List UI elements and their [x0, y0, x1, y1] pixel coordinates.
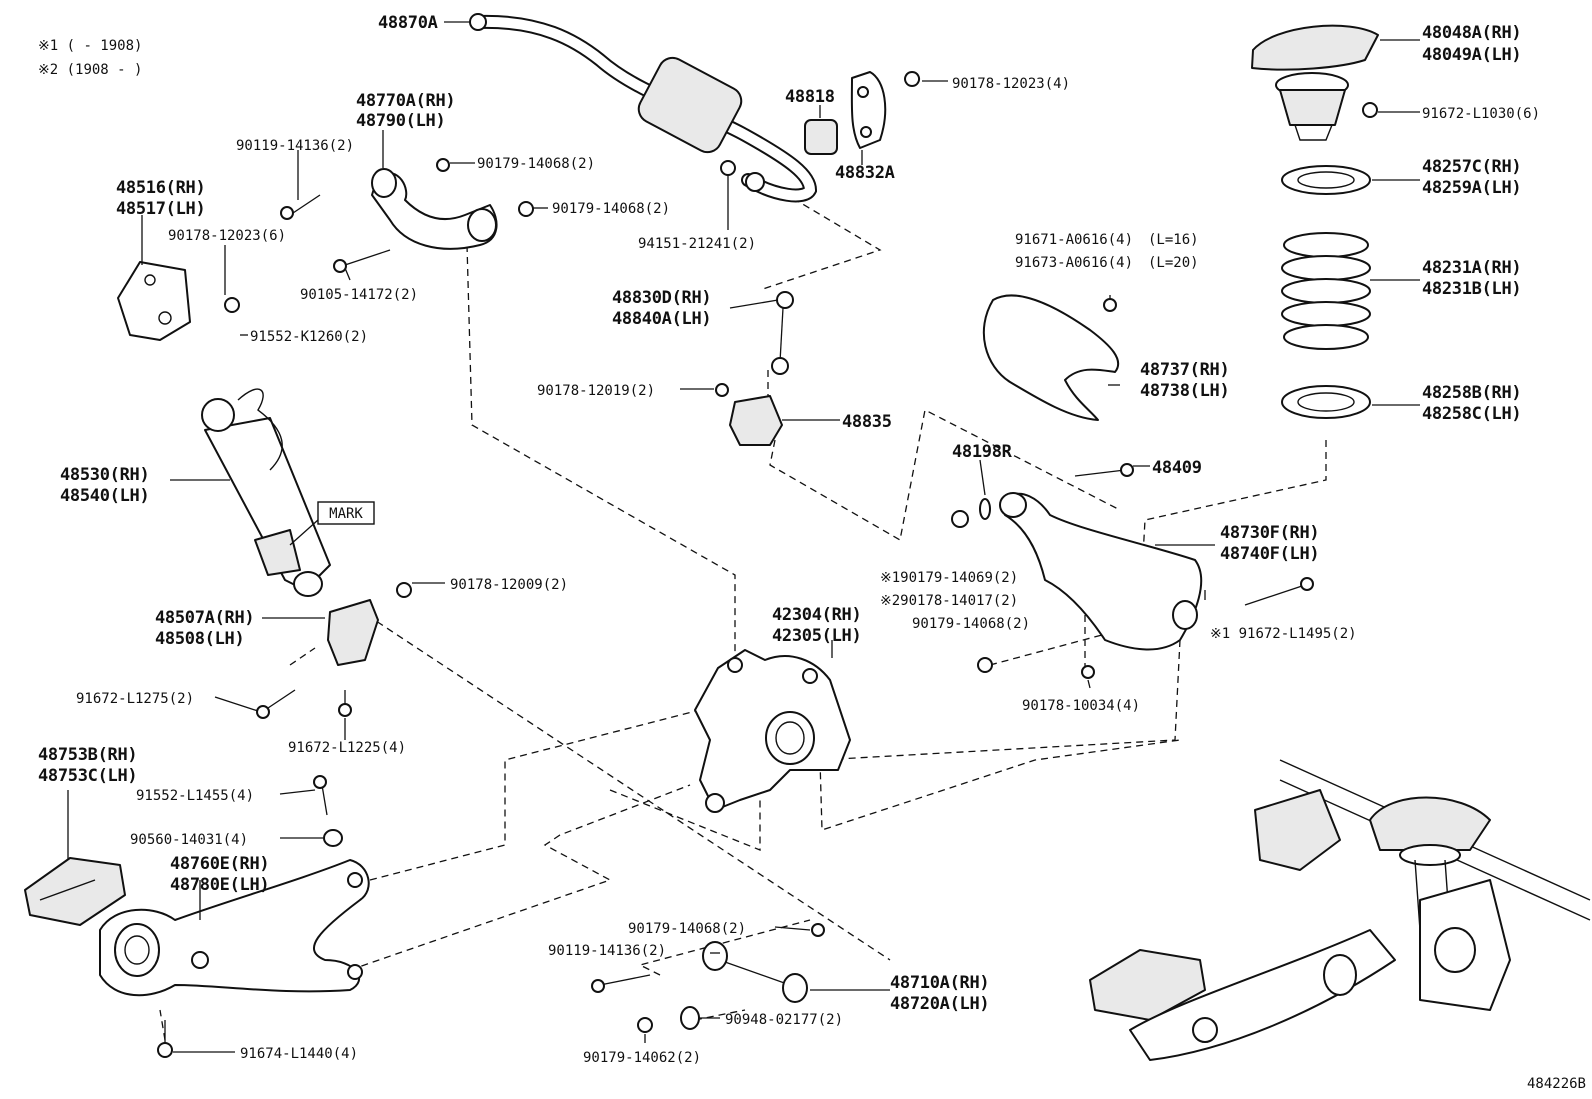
mark-box [317, 501, 375, 525]
label-48870A: 48870A [378, 13, 438, 33]
label-91674-L1440: 91674-L1440(4) [240, 1046, 358, 1062]
label-48753B: 48753B(RH) [38, 745, 137, 765]
label-90948-02177: 90948-02177(2) [725, 1012, 843, 1028]
label-90179-14068-c: 90179-14068(2) [912, 616, 1030, 632]
stabilizer-link-part [771, 291, 794, 375]
label-90178-12009: 90178-12009(2) [450, 577, 568, 593]
label-91552-L1455: 91552-L1455(4) [136, 788, 254, 804]
label-90178-12023-6: 90178-12023(6) [168, 228, 286, 244]
label-48048A: 48048A(RH) [1422, 23, 1521, 43]
label-48257C: 48257C(RH) [1422, 157, 1521, 177]
label-48730F: 48730F(RH) [1220, 523, 1319, 543]
label-42305: 42305(LH) [772, 626, 861, 646]
spring-upper-insulator-part [1281, 165, 1371, 195]
label-90560-14031: 90560-14031(4) [130, 832, 248, 848]
label-48231A: 48231A(RH) [1422, 258, 1521, 278]
diagram-id: 484226B [1527, 1076, 1586, 1092]
label-90178-10034: 90178-10034(4) [1022, 698, 1140, 714]
mark-label: MARK [329, 506, 363, 522]
label-91673-A0616: 91673-A0616(4) [1015, 255, 1133, 271]
label-48740F: 48740F(LH) [1220, 544, 1319, 564]
label-91672-L1495: ※1 91672-L1495(2) [1210, 626, 1357, 642]
label-48508: 48508(LH) [155, 629, 244, 649]
bolts-left [157, 194, 391, 1058]
label-48540: 48540(LH) [60, 486, 149, 506]
label-90179-14068-a: 90179-14068(2) [477, 156, 595, 172]
label-90119-14136-bot: 90119-14136(2) [548, 943, 666, 959]
note-1: ※1 ( - 1908) [38, 38, 142, 54]
lower-control-arm-part [99, 859, 370, 997]
upper-support-part [1251, 24, 1379, 141]
label-90105-14172: 90105-14172(2) [300, 287, 418, 303]
label-48530: 48530(RH) [60, 465, 149, 485]
label-48198R: 48198R [952, 442, 1013, 462]
upper-control-arm-part [371, 168, 498, 250]
label-48231B: 48231B(LH) [1422, 279, 1521, 299]
label-48832A: 48832A [835, 163, 895, 183]
label-91673-length: (L=20) [1148, 255, 1199, 271]
spring-lower-insulator-part [1281, 385, 1371, 419]
label-90178-12019: 90178-12019(2) [537, 383, 655, 399]
label-48790: 48790(LH) [356, 111, 445, 131]
label-91672-L1225: 91672-L1225(4) [288, 740, 406, 756]
lower-arm-assembly-part [951, 463, 1314, 679]
label-48507A: 48507A(RH) [155, 608, 254, 628]
shock-absorber-part [201, 388, 331, 597]
label-48517: 48517(LH) [116, 199, 205, 219]
lateral-link-part [591, 923, 825, 1033]
label-94151-21241: 94151-21241(2) [638, 236, 756, 252]
label-90179-14069: ※190179-14069(2) [880, 570, 1018, 586]
note-2: ※2 (1908 - ) [38, 62, 142, 78]
stabilizer-bar-part [469, 13, 818, 203]
label-48259A: 48259A(LH) [1422, 178, 1521, 198]
label-48516: 48516(RH) [116, 178, 205, 198]
label-91552-K1260: 91552-K1260(2) [250, 329, 368, 345]
label-48720A: 48720A(LH) [890, 994, 989, 1014]
label-48737: 48737(RH) [1140, 360, 1229, 380]
lower-arm-cover-part [982, 294, 1120, 421]
label-48710A: 48710A(RH) [890, 973, 989, 993]
label-91672-L1275: 91672-L1275(2) [76, 691, 194, 707]
label-48780E: 48780E(LH) [170, 875, 269, 895]
steering-knuckle-part [694, 649, 851, 813]
leader-lines [67, 21, 1420, 1053]
label-48258B: 48258B(RH) [1422, 383, 1521, 403]
shock-lower-bracket-part [327, 582, 412, 666]
label-90178-12023-4: 90178-12023(4) [952, 76, 1070, 92]
label-90178-14017: ※290178-14017(2) [880, 593, 1018, 609]
label-48409: 48409 [1152, 458, 1202, 478]
label-48840A: 48840A(LH) [612, 309, 711, 329]
label-48738: 48738(LH) [1140, 381, 1229, 401]
upper-arm-bracket-part [117, 261, 191, 341]
label-48830D: 48830D(RH) [612, 288, 711, 308]
label-42304: 42304(RH) [772, 605, 861, 625]
label-48818: 48818 [785, 87, 835, 107]
label-90179-14062: 90179-14062(2) [583, 1050, 701, 1066]
label-90119-14136-top: 90119-14136(2) [236, 138, 354, 154]
label-90179-14068-d: 90179-14068(2) [628, 921, 746, 937]
label-91672-L1030: 91672-L1030(6) [1422, 106, 1540, 122]
label-90179-14068-b: 90179-14068(2) [552, 201, 670, 217]
label-48760E: 48760E(RH) [170, 854, 269, 874]
label-48258C: 48258C(LH) [1422, 404, 1521, 424]
label-91671-length: (L=16) [1148, 232, 1199, 248]
stabilizer-bushing-part [804, 71, 921, 155]
lower-arm-cover-left-part [24, 857, 126, 926]
label-48049A: 48049A(LH) [1422, 45, 1521, 65]
assembled-view [1089, 759, 1591, 1061]
label-91671-A0616: 91671-A0616(4) [1015, 232, 1133, 248]
label-48753C: 48753C(LH) [38, 766, 137, 786]
label-48770A: 48770A(RH) [356, 91, 455, 111]
coil-spring-part [1281, 232, 1371, 350]
label-48835: 48835 [842, 412, 892, 432]
